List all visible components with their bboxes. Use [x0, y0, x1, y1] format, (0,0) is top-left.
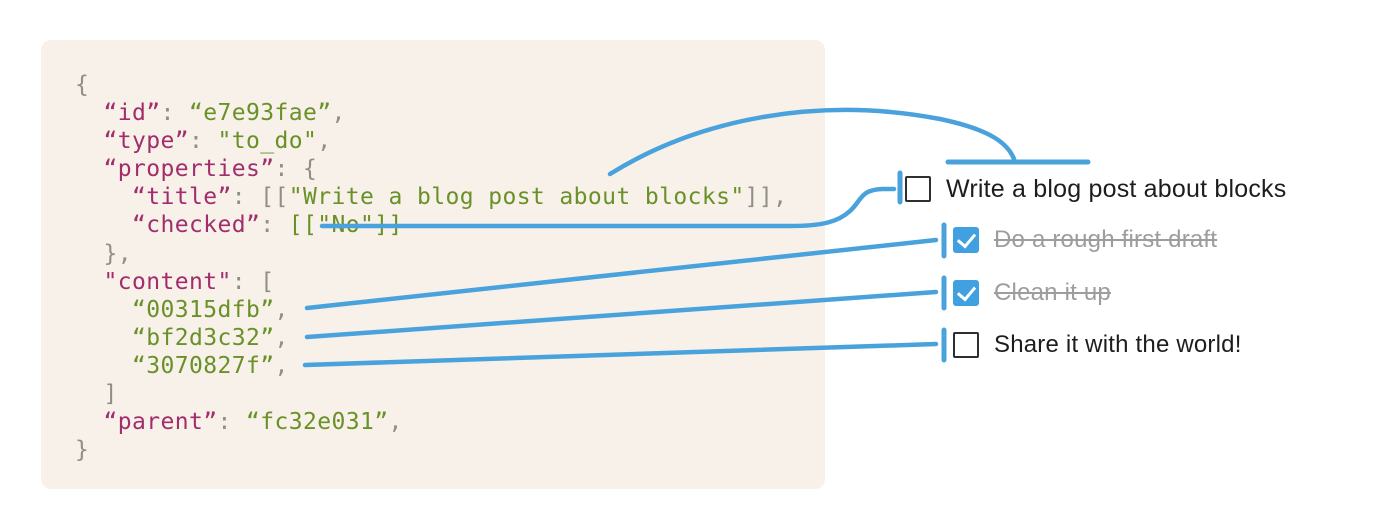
code-line: “00315dfb”, [75, 296, 825, 324]
todo-item: Share it with the world! [953, 331, 1242, 358]
code-value: “3070827f” [132, 352, 275, 379]
code-line: } [75, 436, 825, 464]
checkbox-unchecked-icon[interactable] [905, 176, 931, 202]
code-punctuation: , [331, 100, 346, 127]
todo-label: Write a blog post about blocks [946, 174, 1287, 203]
todo-item: Clean it up [953, 279, 1111, 306]
checkbox-unchecked-icon[interactable] [953, 332, 979, 358]
code-value: “bf2d3c32” [132, 324, 275, 351]
code-value: "to_do" [217, 128, 318, 155]
code-punctuation: : [[ [231, 184, 289, 211]
todo-item: Write a blog post about blocks [905, 174, 1287, 203]
todo-label: Share it with the world! [994, 331, 1242, 358]
code-line: “properties”: { [75, 155, 825, 183]
code-key: “parent” [103, 409, 218, 436]
code-punctuation: : [188, 128, 218, 155]
code-punctuation: ] [75, 381, 118, 408]
code-punctuation: { [75, 72, 90, 98]
code-key: “title” [132, 184, 232, 211]
code-value: “00315dfb” [132, 296, 275, 323]
code-line: ] [75, 380, 825, 408]
code-punctuation: , [274, 352, 289, 379]
code-punctuation: : [260, 212, 289, 239]
code-punctuation: : { [274, 156, 318, 183]
checkbox-checked-icon[interactable] [953, 280, 979, 306]
code-line: “id”: “e7e93fae”, [75, 99, 825, 127]
code-punctuation: : [217, 409, 246, 436]
code-value: “fc32e031” [245, 409, 389, 436]
code-punctuation: , [274, 324, 289, 351]
code-line: "content": [ [75, 268, 825, 296]
code-key: “id” [103, 100, 161, 127]
todo-item: Do a rough first draft [953, 226, 1218, 253]
code-key: “checked” [132, 212, 261, 239]
code-punctuation: } [75, 437, 90, 464]
code-key: “properties” [103, 156, 275, 183]
code-line: “3070827f”, [75, 352, 825, 380]
todo-label: Do a rough first draft [994, 226, 1218, 253]
todo-label: Clean it up [994, 279, 1111, 306]
code-punctuation: : [160, 100, 189, 127]
code-punctuation: , [274, 296, 289, 323]
code-key: “type” [103, 128, 189, 155]
code-line: “type”: "to_do", [75, 127, 825, 155]
code-line: “bf2d3c32”, [75, 324, 825, 352]
code-line: }, [75, 240, 825, 268]
code-line: { [75, 71, 825, 99]
checkbox-checked-icon[interactable] [953, 227, 979, 253]
code-punctuation: }, [75, 240, 132, 267]
code-punctuation: , [388, 409, 403, 436]
code-line: “parent”: “fc32e031”, [75, 408, 825, 436]
code-punctuation: : [ [231, 268, 275, 295]
code-key: "content" [103, 268, 232, 295]
code-punctuation: , [317, 128, 332, 155]
code-value: “e7e93fae” [189, 100, 332, 127]
